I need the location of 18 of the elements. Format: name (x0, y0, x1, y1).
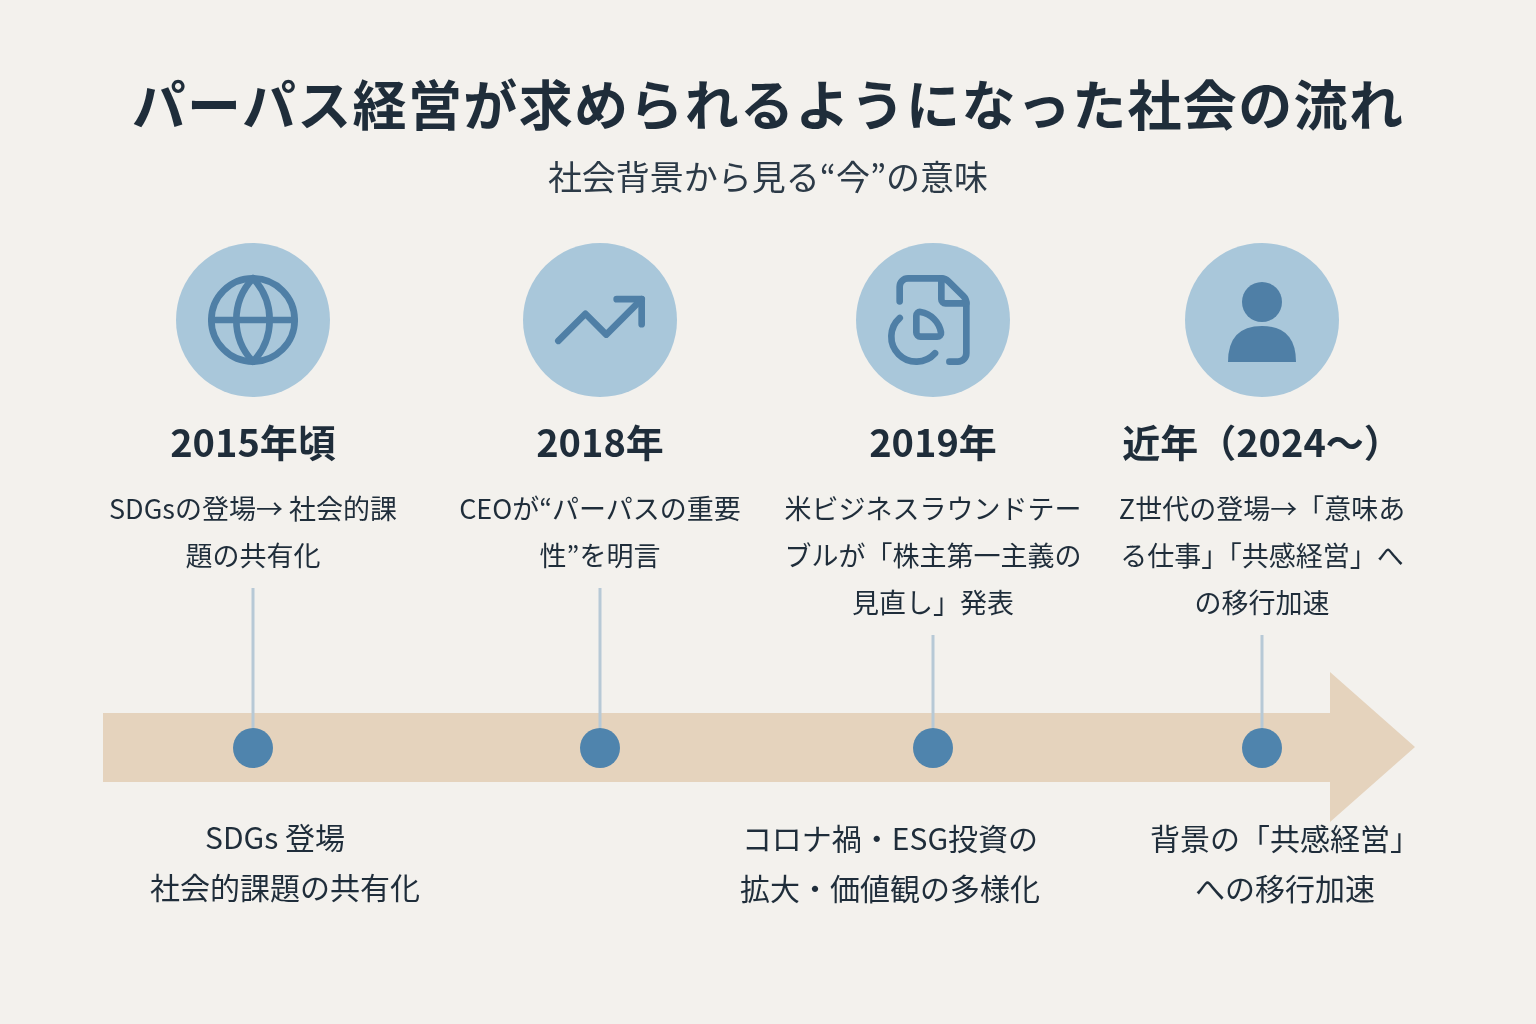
title: パーパス経営が求められるようになった社会の流れ (130, 62, 1406, 143)
event-description: CEOが“パーパスの重要性”を明言 (458, 487, 742, 576)
event-description: SDGsの登場→ 社会的課題の共有化 (108, 487, 398, 576)
year-heading: 2019年 (869, 412, 997, 470)
subtitle: 社会背景から見る“今”の意味 (546, 150, 990, 201)
leader-line (1260, 635, 1264, 728)
event-description: Z世代の登場→「意味ある仕事」「共感経営」への移行加速 (1117, 487, 1407, 623)
leader-line (931, 635, 935, 728)
leader-line (251, 588, 255, 728)
note-text: 社会的課題の共有化 (149, 863, 421, 910)
note-text: 背景の「共感経営」への移行加速 (1150, 814, 1420, 911)
year-heading: 2018年 (536, 412, 664, 470)
note-text: SDGs 登場 (204, 813, 346, 860)
year-heading: 2015年頃 (170, 412, 336, 470)
year-heading: 近年（2024〜） (1122, 412, 1402, 470)
note-text: コロナ禍・ESG投資の拡大・価値観の多様化 (739, 814, 1041, 911)
event-description: 米ビジネスラウンドテーブルが「株主第一主義の見直し」発表 (783, 487, 1083, 623)
leader-line (598, 588, 602, 728)
